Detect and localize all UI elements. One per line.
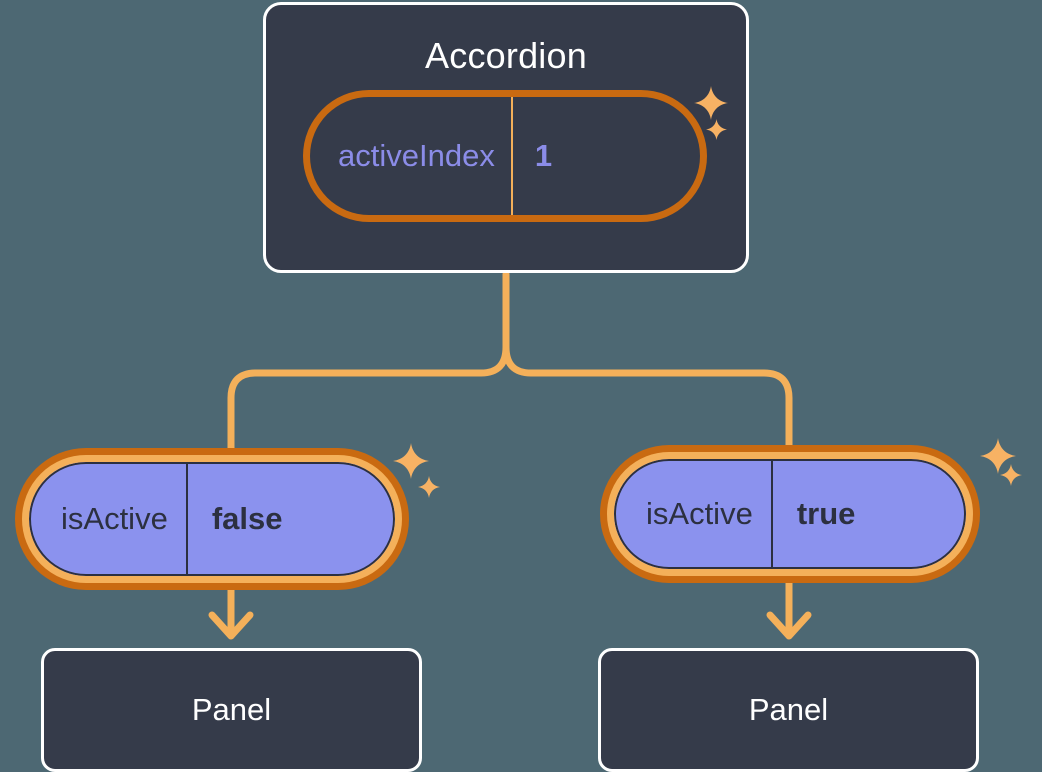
state-pill-activeindex[interactable]: activeIndex 1 [310,97,700,215]
state-value-label: false [211,501,283,536]
state-value-label: true [796,496,856,531]
sparkle-icon [418,476,440,498]
arrowhead-right [766,611,812,640]
sparkle-icon [980,438,1016,474]
state-pill-isactive-false[interactable]: isActive false [22,455,402,583]
panel-label: Panel [748,692,829,727]
connector-branch-left [227,343,510,459]
component-card-panel-left[interactable]: Panel [41,648,422,772]
connector-branch-right [502,343,793,459]
arrowhead-left [208,611,254,640]
state-key-label: isActive [29,462,188,576]
panel-label: Panel [191,692,272,727]
component-card-panel-right[interactable]: Panel [598,648,979,772]
sparkle-icon [1000,464,1022,486]
state-key-label: activeIndex [310,97,513,215]
state-value-label: 1 [534,138,553,173]
state-pill-isactive-true[interactable]: isActive true [607,452,973,576]
page-title: Accordion [425,35,587,76]
state-key-label: isActive [614,459,773,569]
